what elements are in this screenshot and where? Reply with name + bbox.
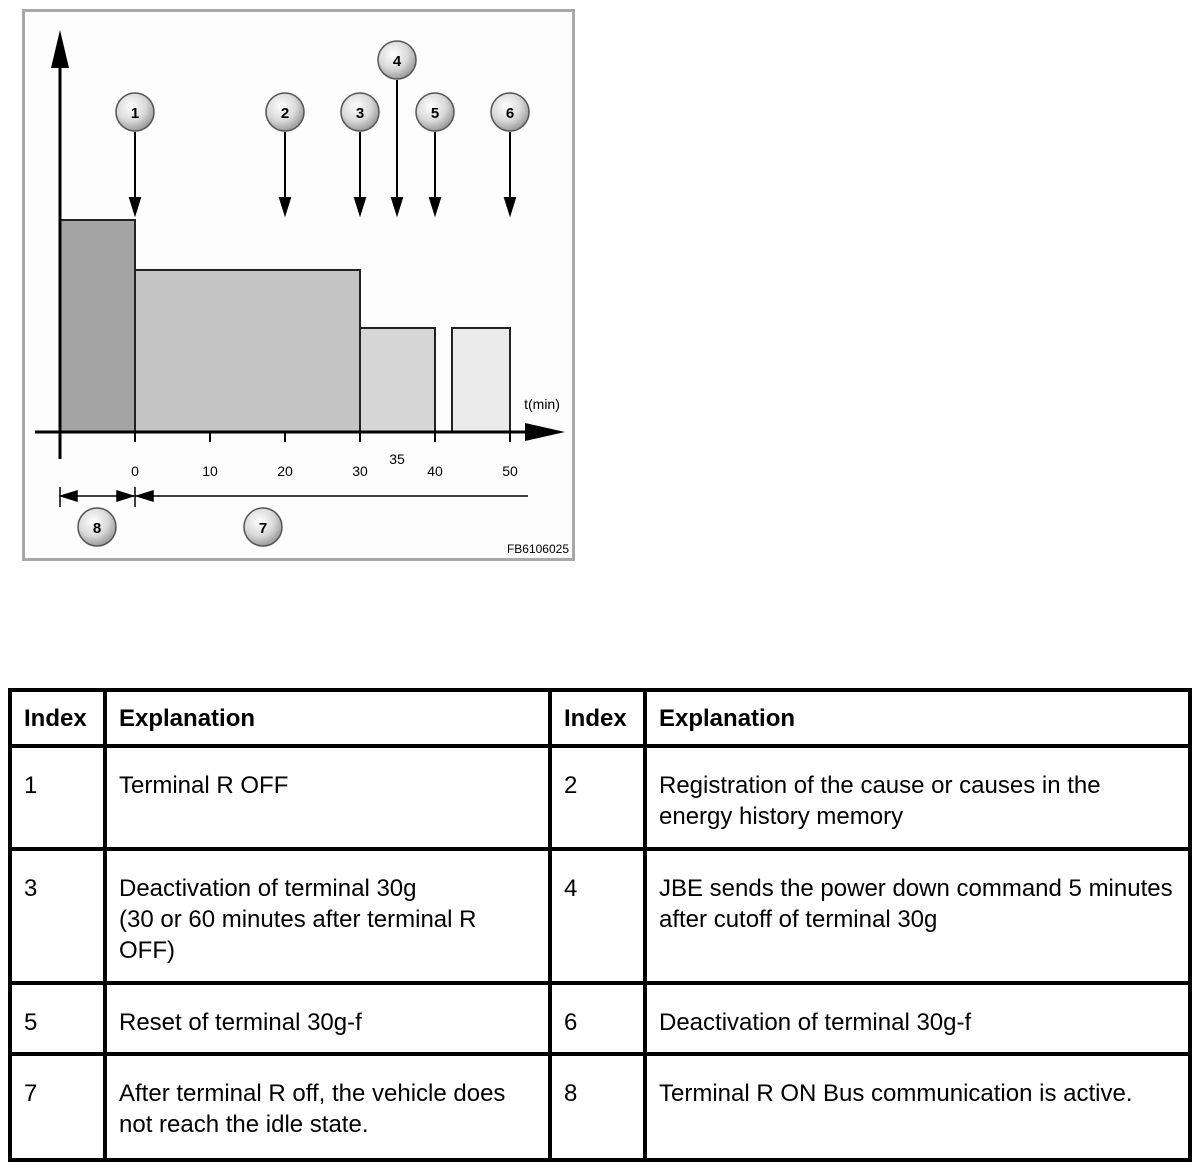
index-cell: 6	[548, 981, 647, 1056]
marker-4-badge	[377, 40, 417, 80]
header-index-right: Index	[548, 688, 647, 748]
legend-row: 3 Deactivation of terminal 30g (30 or 60…	[8, 847, 1192, 985]
marker-3-arrowhead	[353, 197, 367, 218]
phase-terminal-r-on-area	[59, 219, 136, 433]
marker-3-label: 3	[356, 105, 364, 122]
vertical-axis-arrowhead	[51, 30, 69, 68]
index-cell: 8	[548, 1052, 647, 1162]
explanation-cell: Terminal R OFF	[103, 744, 552, 851]
phase-after-reset-area	[451, 327, 511, 433]
explanation-cell: Registration of the cause or causes in t…	[643, 744, 1192, 851]
legend-row: 7 After terminal R off, the vehicle does…	[8, 1052, 1192, 1162]
legend-row: 5 Reset of terminal 30g-f 6 Deactivation…	[8, 981, 1192, 1056]
range-7-badge	[243, 507, 283, 547]
range-8-left-arrowhead	[58, 489, 78, 503]
explanation-cell: After terminal R off, the vehicle does n…	[103, 1052, 552, 1162]
marker-5-badge	[415, 92, 455, 132]
index-cell: 2	[548, 744, 647, 851]
legend-table: Index Explanation Index Explanation 1 Te…	[8, 688, 1192, 1162]
marker-1-badge	[115, 92, 155, 132]
marker-6-arrowhead	[503, 197, 517, 218]
phase-terminal-30g-area	[134, 269, 361, 433]
marker-2-badge	[265, 92, 305, 132]
legend-row: 1 Terminal R OFF 2 Registration of the c…	[8, 744, 1192, 851]
range-8-badge	[77, 507, 117, 547]
tick-label-40: 40	[427, 463, 443, 479]
legend-header-row: Index Explanation Index Explanation	[8, 688, 1192, 748]
index-cell: 1	[8, 744, 107, 851]
header-explanation-left: Explanation	[103, 688, 552, 748]
range-8-label: 8	[93, 520, 101, 537]
phase-terminal-30g-f-area	[359, 327, 436, 433]
header-explanation-right: Explanation	[643, 688, 1192, 748]
timing-diagram: t(min) 0 10 20 30 35 40 50	[35, 30, 569, 556]
marker-5-arrowhead	[428, 197, 442, 218]
figure-code: FB6106025	[507, 542, 569, 556]
tick-label-50: 50	[502, 463, 518, 479]
range-8-right-arrowhead	[116, 489, 136, 503]
range-7-label: 7	[259, 520, 267, 537]
explanation-cell: JBE sends the power down command 5 minut…	[643, 847, 1192, 985]
marker-2-arrowhead	[278, 197, 292, 218]
time-axis-label: t(min)	[524, 396, 560, 412]
time-ticks	[134, 432, 511, 442]
marker-4-label: 4	[393, 53, 402, 70]
index-cell: 7	[8, 1052, 107, 1162]
tick-label-30: 30	[352, 463, 368, 479]
explanation-cell: Terminal R ON Bus communication is activ…	[643, 1052, 1192, 1162]
time-axis-arrowhead	[525, 423, 565, 441]
diagram-frame: t(min) 0 10 20 30 35 40 50	[22, 9, 575, 561]
marker-1-label: 1	[131, 105, 139, 122]
tick-label-35: 35	[389, 451, 405, 467]
marker-2-label: 2	[281, 105, 289, 122]
tick-label-10: 10	[202, 463, 218, 479]
tick-label-20: 20	[277, 463, 293, 479]
marker-4-arrowhead	[390, 197, 404, 218]
marker-3-badge	[340, 92, 380, 132]
marker-6-label: 6	[506, 105, 514, 122]
marker-6-badge	[490, 92, 530, 132]
explanation-cell: Deactivation of terminal 30g-f	[643, 981, 1192, 1056]
marker-1-arrowhead	[128, 197, 142, 218]
range-7-left-arrowhead	[134, 489, 154, 503]
index-cell: 4	[548, 847, 647, 985]
tick-label-0: 0	[131, 463, 139, 479]
index-cell: 3	[8, 847, 107, 985]
explanation-cell: Deactivation of terminal 30g (30 or 60 m…	[103, 847, 552, 985]
header-index-left: Index	[8, 688, 107, 748]
explanation-cell: Reset of terminal 30g-f	[103, 981, 552, 1056]
marker-5-label: 5	[431, 105, 439, 122]
index-cell: 5	[8, 981, 107, 1056]
